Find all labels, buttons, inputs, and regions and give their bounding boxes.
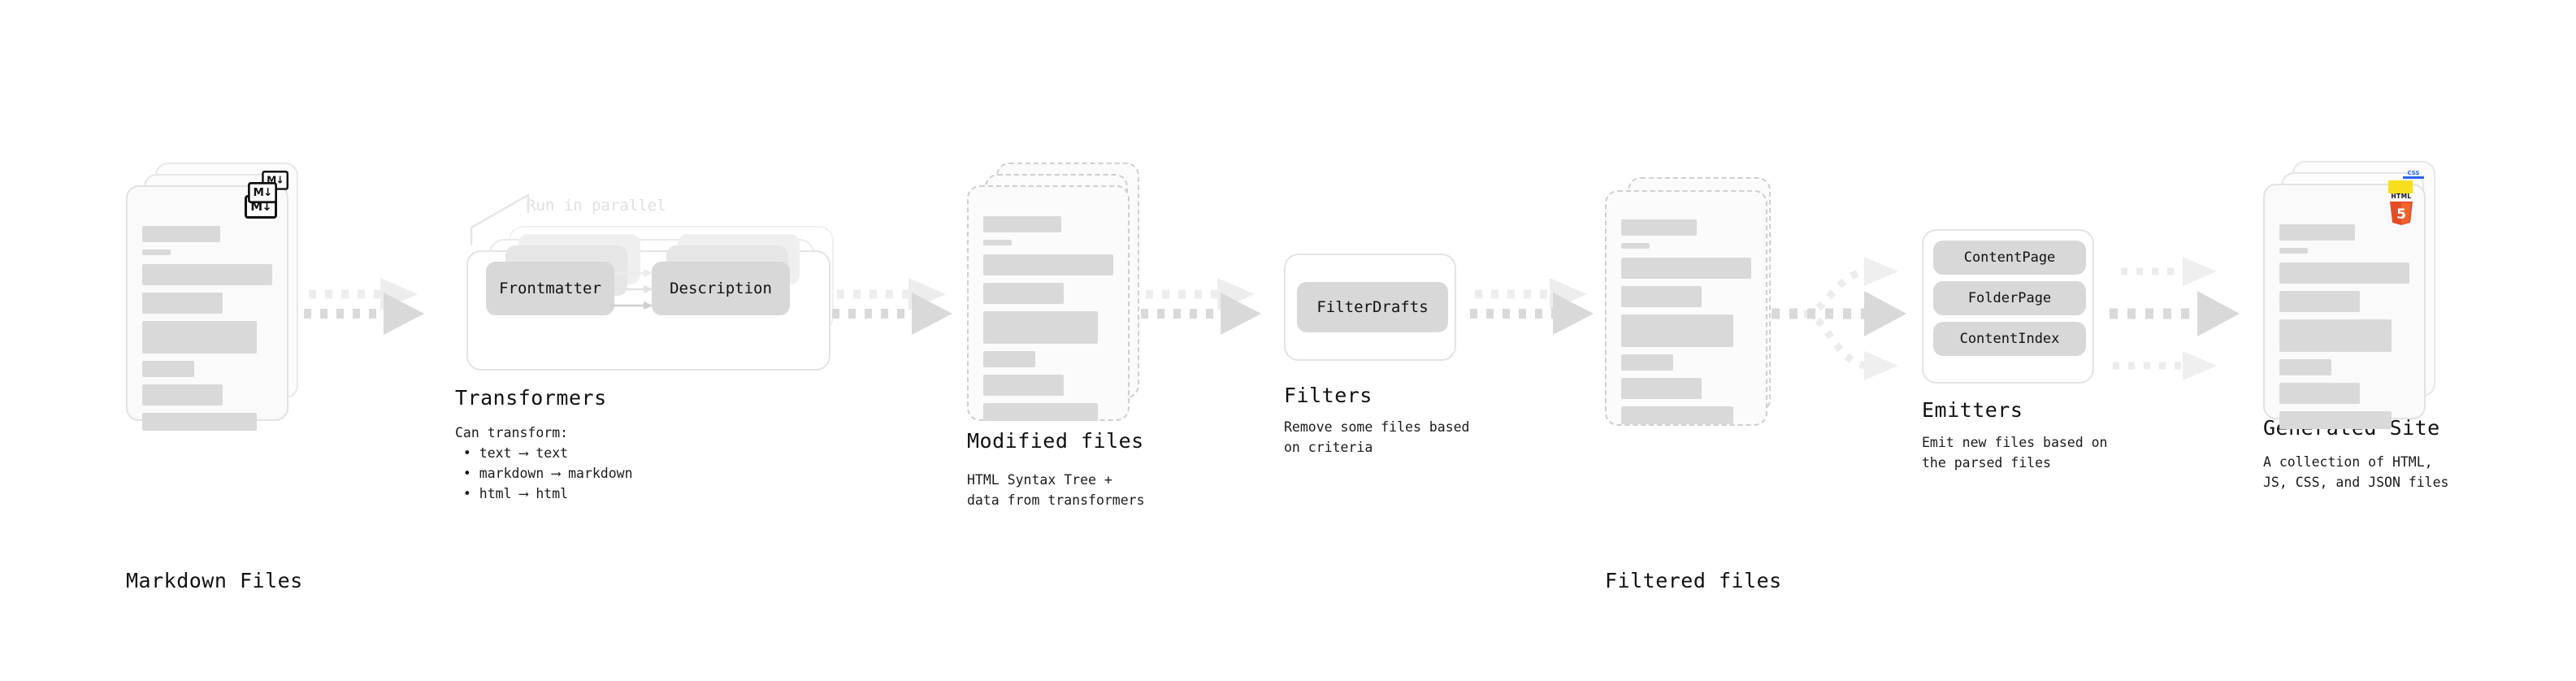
- content-line: [142, 226, 220, 242]
- content-line: [2279, 411, 2392, 429]
- content-line: [142, 249, 171, 255]
- stage-filtered-files: [1605, 172, 1800, 432]
- content-line: [983, 375, 1065, 396]
- modified-file-stack: [967, 163, 1162, 423]
- transformer-box-front: Frontmatter Description: [466, 234, 830, 371]
- card-content-lines: [1621, 219, 1751, 432]
- desc-transformers: Can transform: • text ⟶ text • markdown …: [455, 425, 633, 501]
- content-line: [2279, 224, 2355, 241]
- content-line: [983, 403, 1098, 421]
- svg-text:5: 5: [2396, 206, 2406, 223]
- css-icon: CSS: [2403, 170, 2424, 179]
- content-line: [142, 361, 194, 377]
- markdown-file-stack: M ↓ M ↓ M ↓: [126, 163, 321, 431]
- desc-emitters: Emit new files based on the parsed files: [1922, 435, 2108, 471]
- chip-contentpage[interactable]: ContentPage: [1933, 241, 2086, 275]
- markdown-icon-arrow: ↓: [275, 174, 284, 186]
- filters-box: FilterDrafts: [1284, 254, 1456, 361]
- content-line: [1621, 314, 1733, 347]
- content-line: [142, 321, 257, 354]
- desc-generated-site: A collection of HTML, JS, CSS, and JSON …: [2263, 454, 2449, 490]
- page-title-markdown-files: Markdown Files: [126, 569, 303, 592]
- content-line: [142, 413, 257, 431]
- card-content-lines: [983, 216, 1113, 428]
- markdown-icon-letter: M: [250, 199, 262, 214]
- page-title-emitters: Emitters: [1922, 398, 2023, 422]
- html5-icon: HTML 5: [2390, 193, 2413, 225]
- filtered-card-front: [1605, 190, 1767, 426]
- desc-modified-files: HTML Syntax Tree + data from transformer…: [967, 472, 1145, 508]
- content-line: [983, 351, 1035, 367]
- content-line: [983, 240, 1013, 245]
- content-line: [983, 283, 1065, 304]
- markdown-icon-letter: M: [253, 185, 264, 199]
- content-line: [2279, 291, 2361, 312]
- chip-filterdrafts[interactable]: FilterDrafts: [1297, 282, 1448, 332]
- site-card-front: HTML 5: [2263, 184, 2426, 429]
- page-title-transformers: Transformers: [455, 386, 607, 410]
- page-title-modified-files: Modified files: [967, 429, 1144, 453]
- content-line: [983, 311, 1098, 344]
- emitters-box: ContentPage FolderPage ContentIndex: [1922, 229, 2094, 384]
- content-line: [2279, 248, 2309, 254]
- content-line: [142, 384, 223, 406]
- content-line: [1621, 243, 1650, 249]
- connector-filtered-to-emitters: [1772, 257, 1906, 380]
- content-line: [1621, 406, 1733, 424]
- content-line: [2279, 319, 2392, 352]
- content-line: [2279, 359, 2331, 375]
- content-line: [2279, 383, 2361, 404]
- svg-text:CSS: CSS: [2407, 170, 2419, 176]
- markdown-card-front: M ↓: [126, 185, 288, 431]
- content-line: [1621, 378, 1702, 399]
- svg-text:HTML: HTML: [2391, 193, 2411, 200]
- chip-contentindex[interactable]: ContentIndex: [1933, 322, 2086, 356]
- content-line: [1621, 219, 1697, 236]
- markdown-icon-arrow: ↓: [263, 185, 272, 199]
- card-content-lines: [2279, 224, 2409, 436]
- page-title-filters: Filters: [1284, 384, 1373, 407]
- content-line: [983, 254, 1113, 275]
- connector-modified-to-filters: [1141, 278, 1261, 335]
- js-icon: [2388, 180, 2413, 193]
- card-content-lines: [142, 226, 272, 438]
- content-line: [1621, 354, 1673, 371]
- content-line: [2279, 262, 2409, 284]
- filtered-file-stack: [1605, 172, 1800, 432]
- run-in-parallel-label: Run in parallel: [527, 197, 666, 215]
- desc-filters: Remove some files based on criteria: [1284, 419, 1470, 455]
- content-line: [1621, 258, 1751, 279]
- stage-modified-files: [967, 163, 1162, 423]
- content-line: [983, 216, 1061, 232]
- markdown-icon: M ↓: [248, 182, 277, 204]
- content-line: [1621, 286, 1702, 307]
- markdown-icon-arrow: ↓: [262, 199, 272, 214]
- content-line: [142, 293, 223, 314]
- connector-md-to-transformers: [304, 278, 424, 335]
- stage-generated-site: CSS HTML 5: [2263, 161, 2458, 429]
- chip-description[interactable]: Description: [652, 262, 790, 315]
- chip-folderpage[interactable]: FolderPage: [1933, 281, 2086, 315]
- content-line: [142, 264, 272, 285]
- connector-transformers-to-modified: [832, 278, 952, 335]
- stage-markdown-files: M ↓ M ↓ M ↓: [126, 163, 321, 431]
- chip-frontmatter[interactable]: Frontmatter: [486, 262, 614, 315]
- generated-site-stack: CSS HTML 5: [2263, 161, 2458, 429]
- modified-card-front: [967, 185, 1130, 421]
- connector-emitters-to-site: [2110, 257, 2240, 380]
- page-title-filtered-files: Filtered files: [1605, 569, 1782, 592]
